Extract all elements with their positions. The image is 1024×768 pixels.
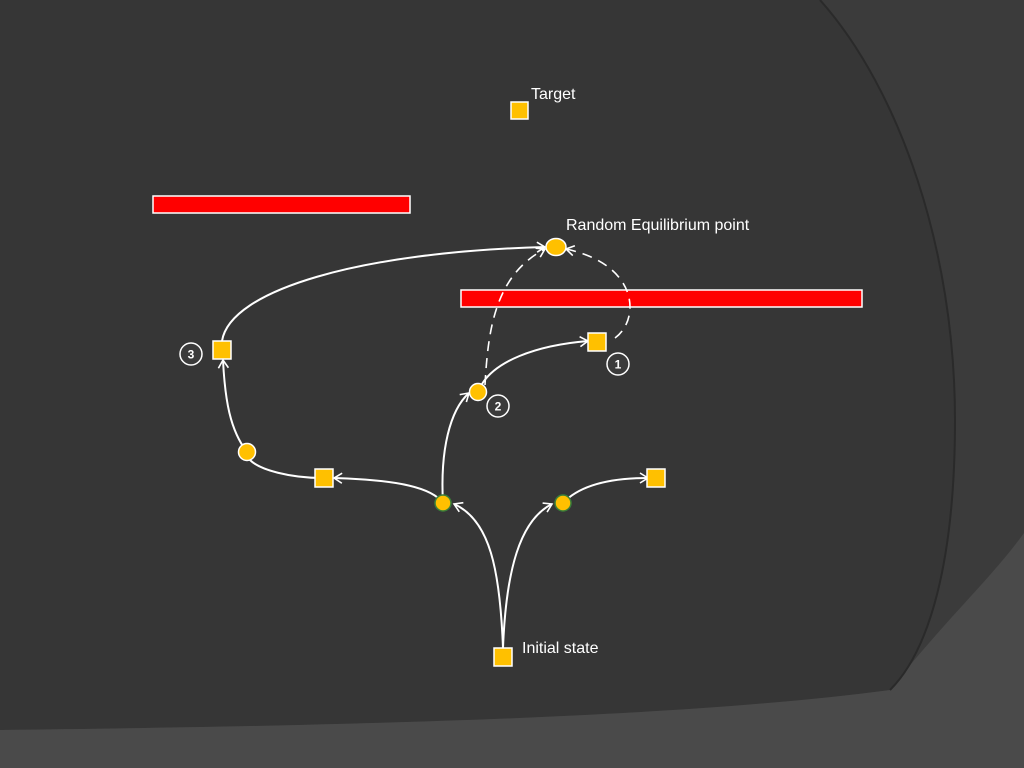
path-left-node-to-waypoint <box>249 459 324 479</box>
left-node <box>314 468 334 488</box>
target-node <box>510 101 529 120</box>
equilibrium-label: Random Equilibrium point <box>566 217 750 234</box>
right-branch-node <box>554 494 572 512</box>
dashed-path-node-1-to-equilibrium <box>564 245 631 339</box>
badge-2-label: 2 <box>495 400 502 414</box>
background-arc <box>819 0 957 691</box>
left-branch-node <box>434 494 452 512</box>
node-1 <box>587 332 607 352</box>
path-branch-2-to-node-1 <box>477 335 590 393</box>
right-end-node <box>646 468 666 488</box>
path-initial-to-left-branch <box>452 501 504 649</box>
background-panel <box>0 0 955 730</box>
obstacle-left <box>152 195 411 214</box>
badge-1-label: 1 <box>615 358 622 372</box>
dashed-path-branch-2-to-equilibrium <box>484 247 547 386</box>
waypoint-node <box>237 442 257 462</box>
branch-2-node <box>468 382 488 402</box>
node-3 <box>212 340 232 360</box>
badge-2: 2 <box>486 394 510 418</box>
initial-state-label: Initial state <box>522 640 599 657</box>
badge-3: 3 <box>179 342 203 366</box>
path-node-3-to-equilibrium <box>221 241 547 342</box>
initial-state-node <box>493 647 513 667</box>
badge-1: 1 <box>606 352 630 376</box>
equilibrium-node <box>545 237 567 257</box>
path-to-branch-2 <box>441 391 471 504</box>
badge-3-label: 3 <box>188 348 195 362</box>
lower-background-band <box>0 533 1024 768</box>
path-initial-to-right-branch <box>502 502 554 649</box>
obstacle-right <box>460 289 863 308</box>
target-label: Target <box>531 86 576 103</box>
